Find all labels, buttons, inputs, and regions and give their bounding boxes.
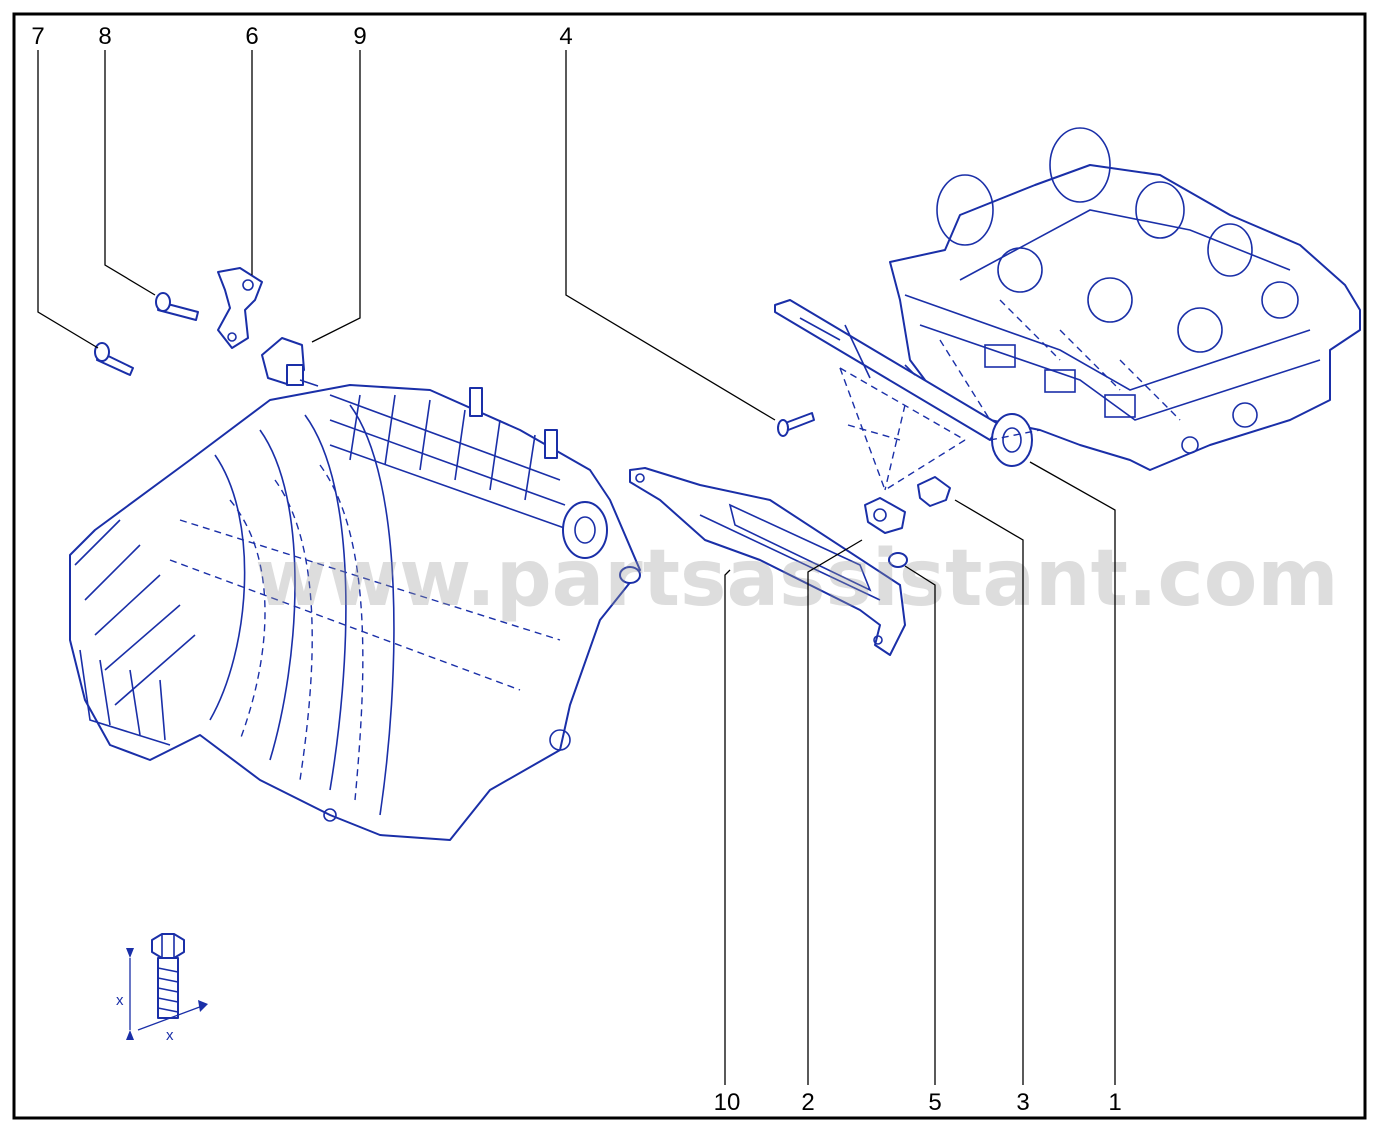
- bolt-dimension-legend: x x: [116, 933, 208, 1044]
- injector-assembly-paths: [839, 367, 966, 491]
- callout-9: 9: [353, 23, 366, 50]
- cylinder-head-illustration: [889, 127, 1361, 471]
- fuel-rail-bolt-illustration: [777, 412, 815, 437]
- leader-line-3: [954, 499, 1024, 1085]
- watermark-text: www.partsassistant.com: [255, 534, 1339, 624]
- leader-line-4: [565, 50, 776, 421]
- fuel-injector-illustration: [864, 497, 906, 534]
- leader-line-2: [807, 539, 863, 1085]
- callout-5: 5: [928, 1089, 941, 1116]
- diameter-dimension-label: x: [166, 1027, 174, 1044]
- callout-10: 10: [714, 1089, 741, 1116]
- length-dimension-label: x: [116, 992, 124, 1009]
- diagram-frame: [12, 12, 1367, 1120]
- callout-2: 2: [801, 1089, 814, 1116]
- diameter-dimension-line: [137, 1004, 206, 1031]
- injector-clip-illustration: [917, 476, 951, 507]
- callout-8: 8: [98, 23, 111, 50]
- sensor-bracket-illustration: [217, 267, 263, 349]
- map-sensor-illustration: [261, 337, 319, 387]
- leader-line-5: [904, 565, 936, 1085]
- leader-line-9: [311, 50, 361, 343]
- length-arrow-bottom-icon: [126, 1030, 134, 1040]
- intake-manifold-illustration: [69, 384, 641, 841]
- diameter-arrow-icon: [198, 1000, 208, 1012]
- callout-6: 6: [245, 23, 258, 50]
- leader-line-10: [724, 569, 731, 1085]
- leader-line-1: [1029, 461, 1116, 1085]
- manifold-bolt-illustration: [94, 342, 134, 376]
- callout-3: 3: [1016, 1089, 1029, 1116]
- sensor-bolt-illustration: [155, 292, 199, 321]
- intake-bracket-illustration: [629, 467, 906, 656]
- callout-4: 4: [559, 23, 572, 50]
- length-arrow-top-icon: [126, 948, 134, 958]
- callout-1: 1: [1108, 1089, 1121, 1116]
- fuel-rail-illustration: [774, 299, 1041, 467]
- injector-seal-illustration: [888, 552, 908, 568]
- callout-7: 7: [31, 23, 44, 50]
- leader-lines: [37, 50, 1116, 1085]
- leader-line-7: [37, 50, 99, 349]
- leader-line-8: [104, 50, 156, 296]
